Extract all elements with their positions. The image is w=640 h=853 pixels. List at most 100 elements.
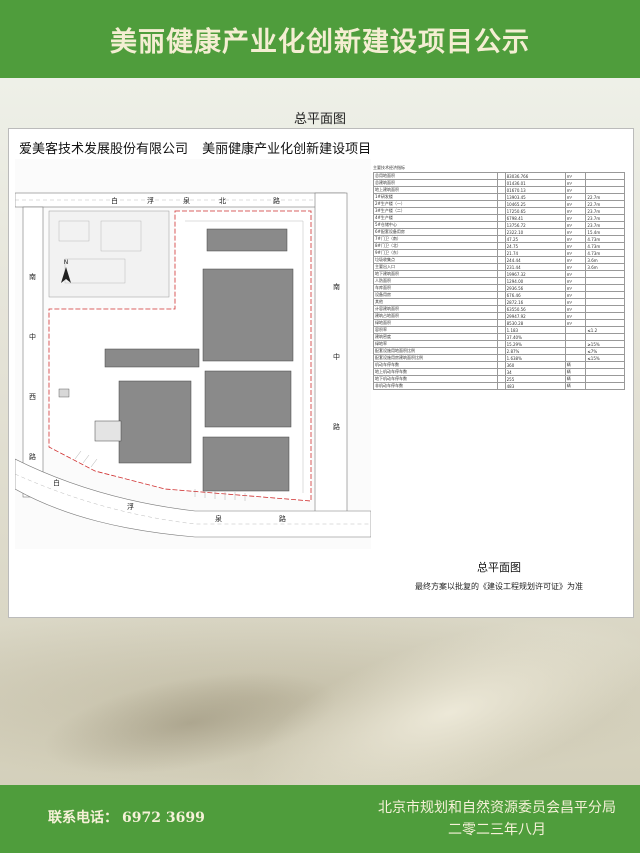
table-cell: 360 <box>504 361 566 369</box>
building-production-3 <box>202 436 290 492</box>
table-cell <box>585 298 625 306</box>
table-cell <box>585 361 625 369</box>
neighbour-block <box>48 210 170 298</box>
table-cell: 83036.766 <box>504 172 566 180</box>
table-cell <box>497 186 506 194</box>
issuer-block: 北京市规划和自然资源委员会昌平分局 二零二三年八月 <box>378 797 616 841</box>
table-cell: m² <box>564 214 587 222</box>
table-cell <box>497 193 506 201</box>
announcement-title: 美丽健康产业化创新建设项目公示 <box>110 26 530 58</box>
table-cell: m² <box>564 319 587 327</box>
table-cell: 8530.28 <box>504 319 566 327</box>
table-cell <box>585 172 625 180</box>
table-cell <box>497 354 506 362</box>
table-cell: 绿地率 <box>372 340 499 348</box>
table-cell <box>585 305 625 313</box>
building-strip <box>104 348 200 368</box>
table-cell: 主要出入口 <box>372 263 499 271</box>
table-cell: 01670.13 <box>504 186 566 194</box>
north-road-char: 浮 <box>147 196 154 205</box>
table-cell: ≤1.2 <box>585 326 625 334</box>
table-cell: 231.44 <box>504 263 566 271</box>
table-cell: 设备用房 <box>372 291 499 299</box>
table-cell: 7#门卫（南） <box>372 235 499 243</box>
table-cell: 1.183 <box>504 326 566 334</box>
building-research <box>206 228 288 252</box>
table-cell <box>497 277 506 285</box>
table-cell: m² <box>564 193 587 201</box>
table-cell: 63550.56 <box>504 305 566 313</box>
table-cell: 机动车停车数 <box>372 361 499 369</box>
table-cell: 8#门卫（北） <box>372 242 499 250</box>
table-cell: 总用地面积 <box>372 172 499 180</box>
east-road-char: 中 <box>333 352 340 361</box>
west-road-char: 西 <box>29 393 36 401</box>
table-cell: 15.4m <box>585 228 625 236</box>
table-cell: 6798.41 <box>504 214 566 222</box>
south-road-char: 路 <box>279 514 286 523</box>
table-cell <box>497 172 506 180</box>
north-road-char: 泉 <box>183 196 190 205</box>
issue-date: 二零二三年八月 <box>448 822 546 838</box>
table-cell <box>497 249 506 257</box>
table-cell: 非机动车停车数 <box>372 382 499 390</box>
north-road-char: 北 <box>219 197 226 205</box>
table-cell: 地下建筑面积 <box>372 270 499 278</box>
table-cell: m² <box>564 242 587 250</box>
table-cell: 其他 <box>372 298 499 306</box>
table-cell: m² <box>564 207 587 215</box>
table-cell <box>585 284 625 292</box>
table-cell: 483 <box>504 382 566 390</box>
table-cell: 23.7m <box>585 207 625 215</box>
table-cell <box>497 361 506 369</box>
table-cell: 01436.01 <box>504 179 566 187</box>
plan-caption: 总平面图 <box>477 561 521 574</box>
table-cell: 34 <box>504 368 566 376</box>
table-cell <box>497 235 506 243</box>
table-cell: m² <box>564 263 587 271</box>
table-cell: 人防面积 <box>372 277 499 285</box>
table-cell: 255 <box>504 375 566 383</box>
table-cell: m² <box>564 270 587 278</box>
table-cell <box>497 382 506 390</box>
table-cell <box>564 354 587 362</box>
table-cell: 地上建筑面积 <box>372 186 499 194</box>
east-road <box>314 192 348 514</box>
table-cell <box>585 291 625 299</box>
table-cell: 4.73m <box>585 235 625 243</box>
table-cell: 辆 <box>564 375 587 383</box>
table-cell <box>585 270 625 278</box>
table-cell: 6#配套设备用房 <box>372 228 499 236</box>
table-cell <box>497 207 506 215</box>
table-cell <box>585 333 625 341</box>
table-cell: 13903.45 <box>504 193 566 201</box>
table-cell: 4#生产楼 <box>372 214 499 222</box>
building-warehouse <box>118 380 192 464</box>
south-road-char: 泉 <box>215 514 222 523</box>
south-road <box>15 458 371 538</box>
table-cell: m² <box>564 291 587 299</box>
table-cell <box>497 375 506 383</box>
table-cell: ≤7% <box>585 347 625 355</box>
north-road-char: 路 <box>273 196 280 205</box>
table-cell: 17250.65 <box>504 207 566 215</box>
north-road-char: 白 <box>111 196 118 205</box>
table-cell: 9#门卫（东） <box>372 249 499 257</box>
table-cell: 配套设施用地面积比例 <box>372 347 499 355</box>
table-cell <box>497 340 506 348</box>
